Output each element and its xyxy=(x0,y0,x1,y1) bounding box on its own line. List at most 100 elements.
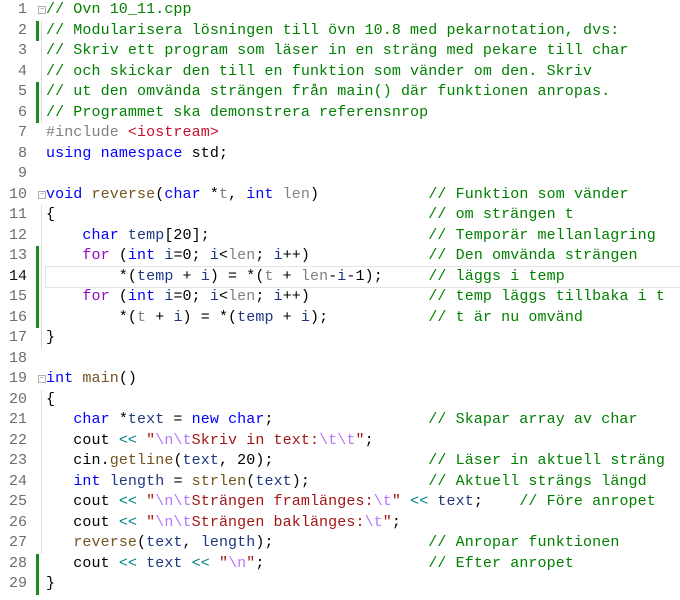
line-code: int main() xyxy=(46,369,680,390)
line-code: cin.getline(text, 20); // Läser in aktue… xyxy=(46,451,680,472)
code-line[interactable]: 26 cout << "\n\tSträngen baklänges:\t"; xyxy=(0,512,680,534)
code-line[interactable]: 19 −int main() xyxy=(0,369,680,390)
code-line[interactable]: 20{ xyxy=(0,389,680,410)
variable: text xyxy=(127,411,165,428)
code-text: cout xyxy=(46,513,119,531)
code-line[interactable]: 2// Modularisera lösningen till övn 10.8… xyxy=(0,20,680,41)
control-keyword: for xyxy=(82,247,110,264)
string-literal: " xyxy=(146,493,156,510)
fold-toggle-icon[interactable]: − xyxy=(38,190,46,199)
code-text: std; xyxy=(182,144,229,162)
outline-guide xyxy=(41,20,42,41)
code-line[interactable]: 5// ut den omvända strängen från main() … xyxy=(0,82,680,103)
outline-guide xyxy=(41,307,42,328)
escape-sequence: \t xyxy=(373,493,392,510)
line-code: // Skriv ett program som läser in en str… xyxy=(46,41,680,62)
code-text: ); xyxy=(309,308,429,326)
code-text xyxy=(137,514,146,531)
code-line[interactable]: 18 xyxy=(0,349,680,370)
variable: i xyxy=(164,288,174,305)
code-line[interactable]: 6// Programmet ska demonstrera referensn… xyxy=(0,102,680,123)
code-line[interactable]: 4// och skickar den till en funktion som… xyxy=(0,61,680,82)
change-indicator xyxy=(36,287,39,308)
line-code: *(t + i) = *(temp + i); // t är nu omvän… xyxy=(46,308,680,329)
line-code: } xyxy=(46,574,680,595)
code-text: ; xyxy=(255,247,274,264)
code-line[interactable]: 24 int length = strlen(text); // Aktuell… xyxy=(0,471,680,492)
operator: << xyxy=(118,431,138,449)
code-line[interactable]: 25 cout << "\n\tSträngen framlänges:\t" … xyxy=(0,492,680,513)
code-line[interactable]: 10−void reverse(char *t, int len) // Fun… xyxy=(0,185,680,206)
code-text: < xyxy=(218,247,229,264)
code-line[interactable]: 22 cout << "\n\tSkriv in text:\t\t"; xyxy=(0,430,680,451)
variable: i xyxy=(273,247,283,264)
escape-sequence: \n\t xyxy=(155,431,192,449)
code-text: = xyxy=(164,472,192,490)
escape-sequence: \t xyxy=(364,513,383,531)
line-number: 2 xyxy=(17,21,27,39)
code-line[interactable]: 15 for (int i=0; i<len; i++) // temp läg… xyxy=(0,287,680,308)
code-line[interactable]: 11{ // om strängen t xyxy=(0,205,680,226)
code-line[interactable]: 1−// Ovn 10_11.cpp xyxy=(0,0,680,21)
include-path: <iostream> xyxy=(127,124,219,141)
line-number: 26 xyxy=(8,513,27,531)
fold-toggle-icon[interactable]: − xyxy=(38,6,46,14)
code-line[interactable]: 9 xyxy=(0,164,680,185)
code-text: ); xyxy=(291,472,429,490)
escape-sequence: \n xyxy=(228,554,247,572)
outline-guide xyxy=(41,61,42,82)
code-line[interactable]: 14 *(temp + i) = *(t + len-i-1); // lägg… xyxy=(0,265,680,288)
keyword: char xyxy=(164,185,201,203)
code-text: =0; xyxy=(173,288,210,305)
function-name: getline xyxy=(109,452,174,469)
outline-guide xyxy=(41,492,42,513)
variable: i xyxy=(173,308,183,326)
code-line[interactable]: 28 cout << text << "\n"; // Efter anrope… xyxy=(0,553,680,574)
code-line[interactable]: 16 *(t + i) = *(temp + i); // t är nu om… xyxy=(0,307,680,329)
fold-toggle-icon[interactable]: − xyxy=(38,375,46,383)
code-text xyxy=(137,432,146,449)
outline-guide xyxy=(41,246,42,267)
keyword: int xyxy=(127,247,156,264)
outline-guide xyxy=(41,430,42,451)
code-text: + xyxy=(173,267,201,285)
code-text: { xyxy=(46,206,429,223)
outline-guide xyxy=(41,287,42,308)
code-line[interactable]: 12 char temp[20]; // Temporär mellanlagr… xyxy=(0,225,680,246)
code-text: + xyxy=(146,308,174,326)
code-line[interactable]: 7#include <iostream> xyxy=(0,123,680,144)
variable: i xyxy=(300,308,310,326)
comment: // Ovn 10_11.cpp xyxy=(46,1,192,18)
variable: temp xyxy=(127,226,165,244)
string-literal: " xyxy=(391,493,401,510)
code-line[interactable]: 17} xyxy=(0,328,680,349)
code-text xyxy=(119,227,128,244)
code-line[interactable]: 21 char *text = new char; // Skapar arra… xyxy=(0,410,680,431)
code-text: ( xyxy=(155,185,165,203)
code-text: -1); xyxy=(346,267,429,285)
line-code: cout << "\n\tSträngen baklänges:\t"; xyxy=(46,513,680,534)
string-literal: Strängen framlänges: xyxy=(191,493,374,510)
code-text xyxy=(119,124,128,141)
code-text xyxy=(137,493,146,510)
code-line[interactable]: 3// Skriv ett program som läser in en st… xyxy=(0,41,680,62)
line-number: 28 xyxy=(8,554,27,572)
code-text: () xyxy=(118,370,138,387)
code-line[interactable]: 27 reverse(text, length); // Anropar fun… xyxy=(0,533,680,554)
outline-guide xyxy=(41,471,42,492)
code-line[interactable]: 23 cin.getline(text, 20); // Läser in ak… xyxy=(0,451,680,472)
code-line[interactable]: 13 for (int i=0; i<len; i++) // Den omvä… xyxy=(0,246,680,267)
outline-guide xyxy=(41,225,42,246)
function-name: strlen xyxy=(191,472,247,490)
change-indicator xyxy=(36,266,39,287)
comment: // Aktuell strängs längd xyxy=(428,472,647,490)
code-line[interactable]: 29} xyxy=(0,574,680,595)
line-number: 19 xyxy=(8,370,27,387)
keyword: new xyxy=(191,411,219,428)
comment: // Temporär mellanlagring xyxy=(428,226,656,244)
string-literal: " xyxy=(146,513,156,531)
line-number: 11 xyxy=(8,206,27,223)
operator: << xyxy=(118,513,138,531)
